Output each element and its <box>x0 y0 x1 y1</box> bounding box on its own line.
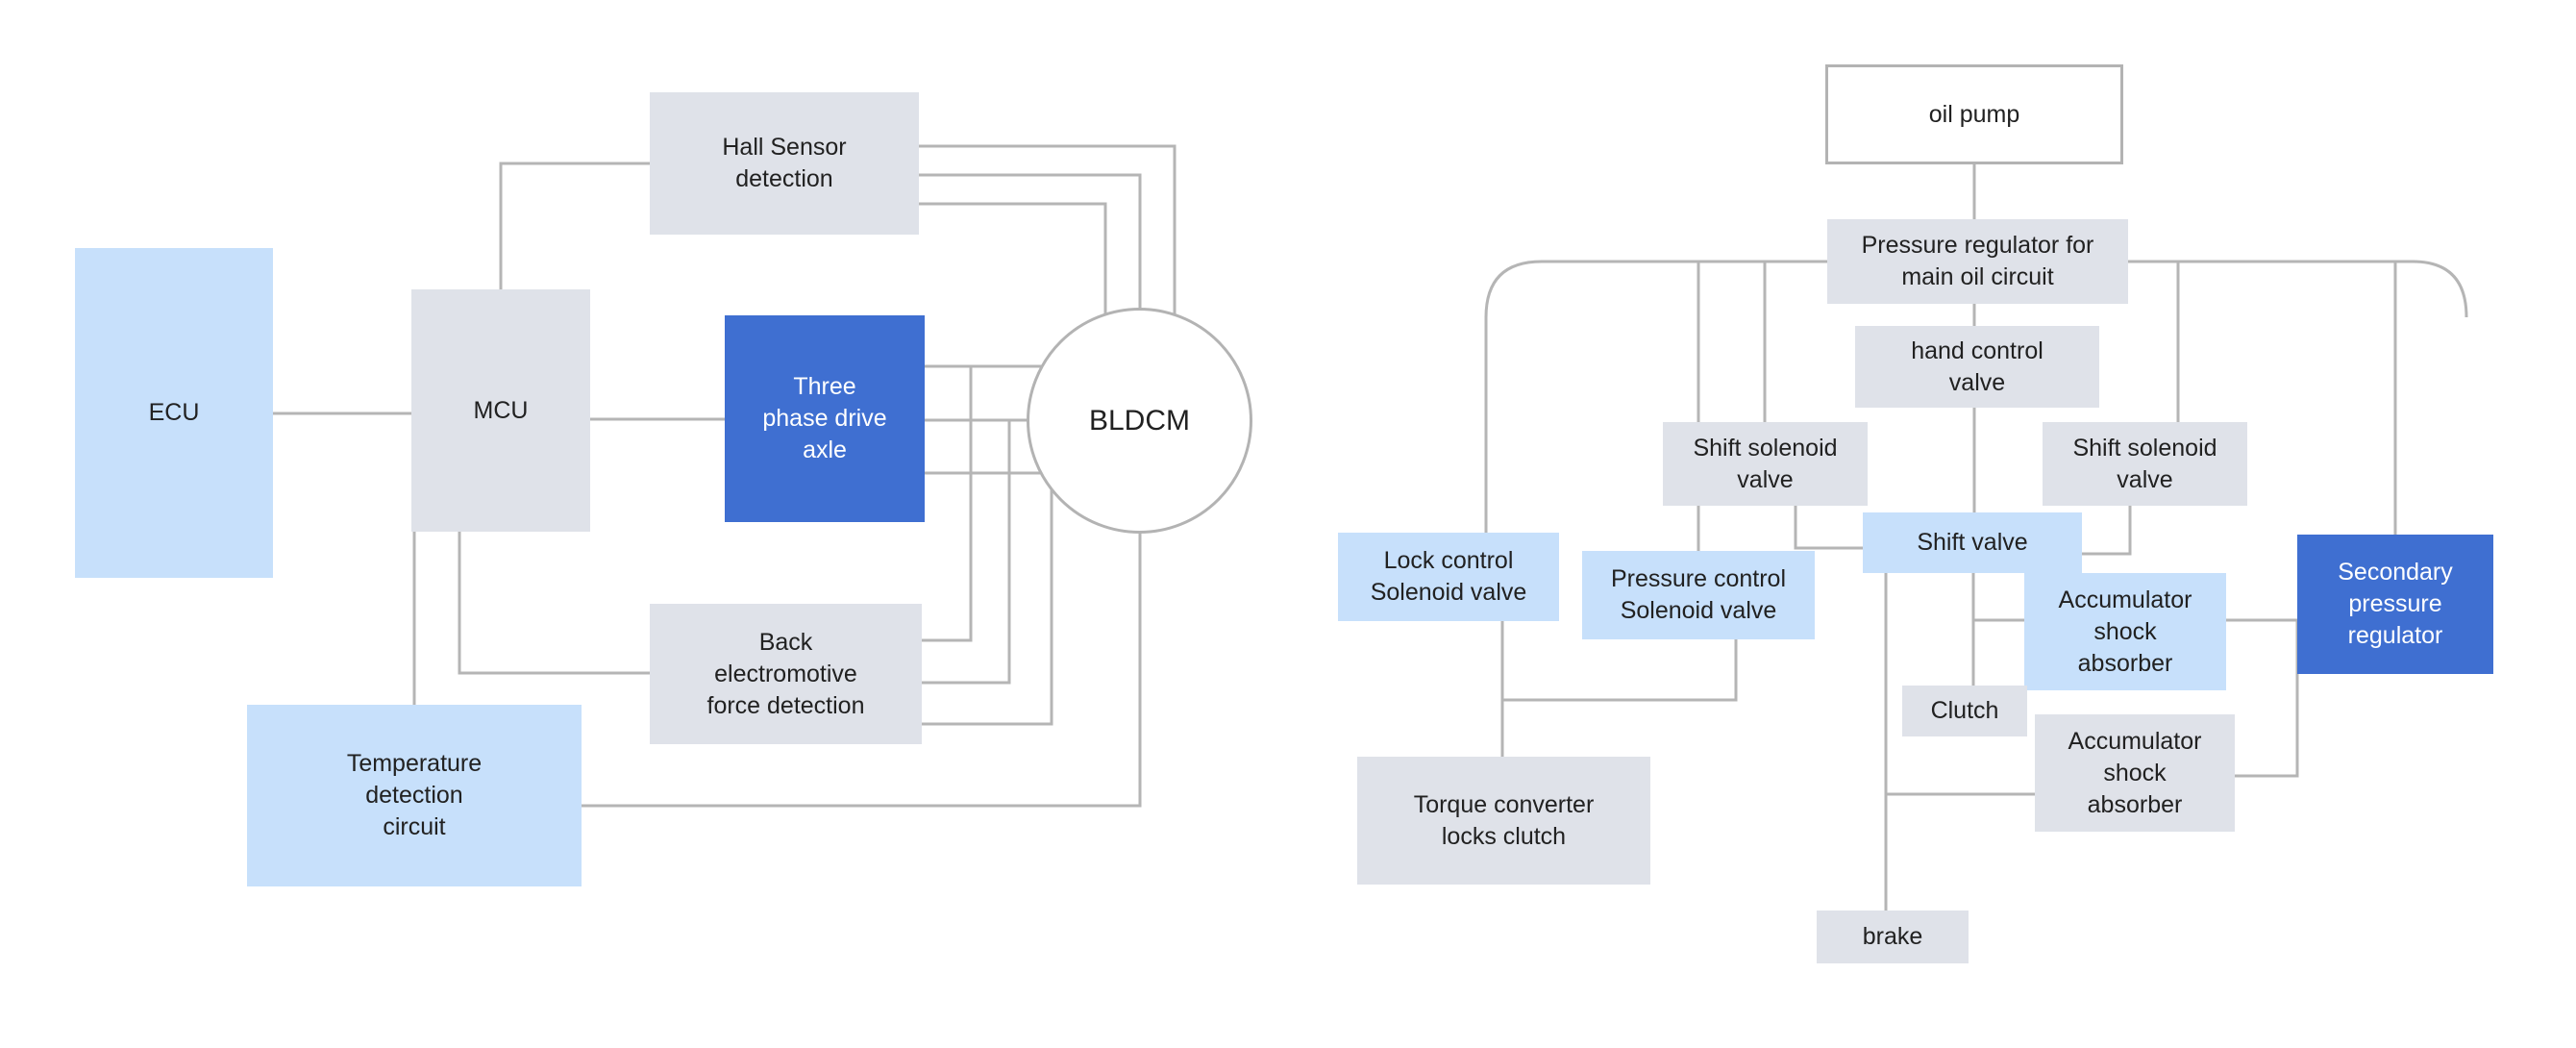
node-temperature-detection-circuit[interactable]: Temperature detection circuit <box>247 705 582 886</box>
wire-bemf-phase-2 <box>922 420 1011 685</box>
wire-hall-bldcm-2 <box>919 173 1142 330</box>
node-secondary-pressure-regulator[interactable]: Secondary pressure regulator <box>2297 535 2493 674</box>
wire-mcu-bemf <box>458 532 650 675</box>
node-shift-solenoid-valve-left[interactable]: Shift solenoid valve <box>1663 422 1868 506</box>
node-torque-converter-locks-clutch[interactable]: Torque converter locks clutch <box>1357 757 1650 885</box>
wire-shiftsol-left-shiftvalve <box>1794 506 1863 550</box>
node-three-phase-drive-axle[interactable]: Three phase drive axle <box>725 315 925 522</box>
node-lock-control-solenoid-valve[interactable]: Lock control Solenoid valve <box>1338 533 1559 621</box>
wire-lockctrl-presctrl <box>1500 621 1738 702</box>
node-brake[interactable]: brake <box>1817 911 1969 963</box>
node-shift-valve[interactable]: Shift valve <box>1863 512 2082 573</box>
node-back-electromotive-force-detection[interactable]: Back electromotive force detection <box>650 604 922 744</box>
node-pressure-regulator-main-oil-circuit[interactable]: Pressure regulator for main oil circuit <box>1827 219 2128 304</box>
node-accumulator-shock-absorber-bottom[interactable]: Accumulator shock absorber <box>2035 714 2235 832</box>
node-mcu[interactable]: MCU <box>411 289 590 532</box>
wire-hall-bldcm-3 <box>919 202 1107 348</box>
wire-shiftvalve-accumtop <box>1971 573 2024 622</box>
node-hand-control-valve[interactable]: hand control valve <box>1855 326 2099 408</box>
wire-bemf-phase-1 <box>922 366 973 642</box>
node-ecu[interactable]: ECU <box>75 248 273 578</box>
node-accumulator-shock-absorber-top[interactable]: Accumulator shock absorber <box>2024 573 2226 690</box>
node-bldcm[interactable]: BLDCM <box>1027 308 1252 534</box>
wire-accumbot-secreg <box>2235 620 2299 778</box>
wire-shiftsol-right-shiftvalve <box>2082 506 2132 556</box>
wire-hall-bldcm-1 <box>919 144 1177 319</box>
node-pressure-control-solenoid-valve[interactable]: Pressure control Solenoid valve <box>1582 551 1815 639</box>
node-shift-solenoid-valve-right[interactable]: Shift solenoid valve <box>2043 422 2247 506</box>
wire-mcu-hall <box>499 162 650 289</box>
wire-temp-bldcm <box>582 522 1142 808</box>
node-oil-pump[interactable]: oil pump <box>1825 64 2123 164</box>
node-hall-sensor-detection[interactable]: Hall Sensor detection <box>650 92 919 235</box>
wire-bemf-phase-3 <box>922 473 1053 726</box>
node-clutch[interactable]: Clutch <box>1902 686 2027 736</box>
